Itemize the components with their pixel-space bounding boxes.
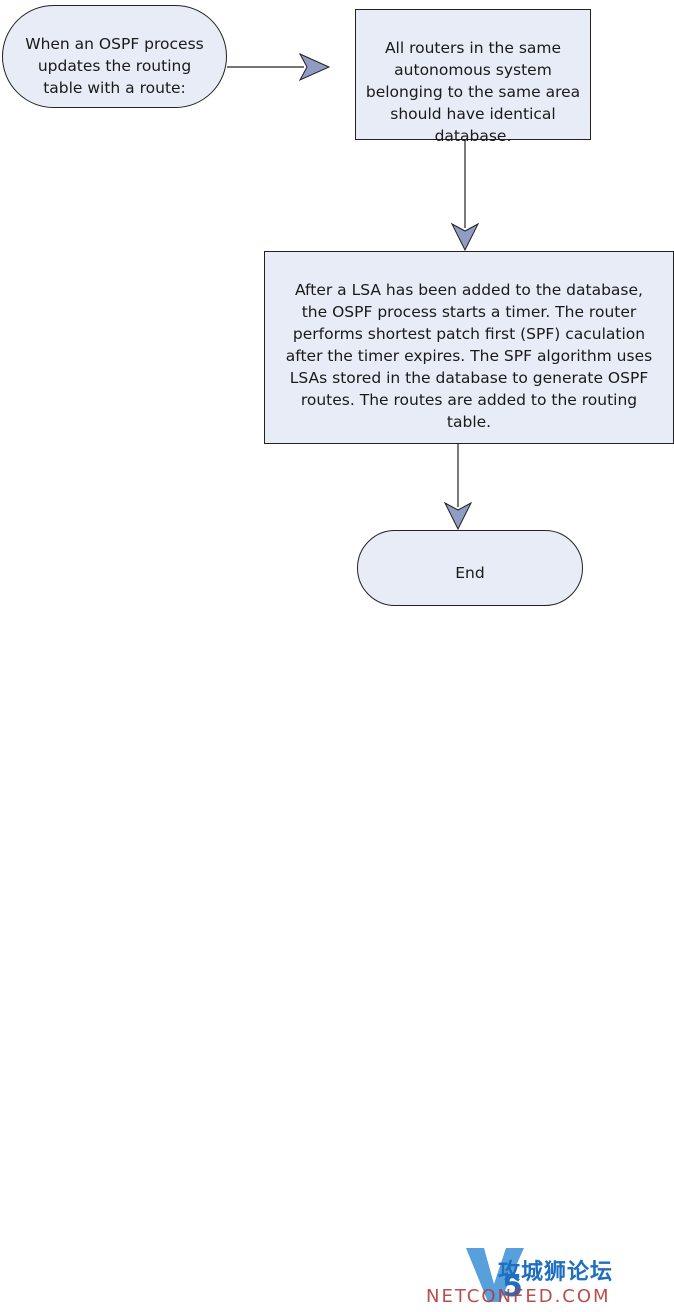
arrowhead-down — [450, 222, 480, 252]
svg-text:5: 5 — [502, 1269, 523, 1304]
arrowhead-right — [298, 52, 331, 82]
end-terminator-label: End — [455, 564, 485, 582]
start-terminator: When an OSPF process updates the routing… — [2, 5, 227, 108]
database-process-box: All routers in the same autonomous syste… — [355, 9, 591, 145]
database-process-label: All routers in the same autonomous syste… — [365, 39, 581, 145]
start-terminator-label: When an OSPF process updates the routing… — [25, 35, 204, 97]
end-terminator: End — [357, 530, 583, 606]
lsa-timer-process-label: After a LSA has been added to the databa… — [285, 281, 653, 431]
watermark-cn-text: 攻城狮论坛 — [498, 1260, 614, 1285]
flowchart-connectors — [227, 52, 480, 531]
watermark-en-text: NETCONFED.COM — [426, 1286, 611, 1307]
watermark-v5-logo-icon: 5 — [466, 1248, 524, 1304]
lsa-timer-process-box: After a LSA has been added to the databa… — [264, 251, 674, 444]
arrowhead-down — [443, 501, 473, 531]
watermark: 5 攻城狮论坛 NETCONFED.COM — [426, 1244, 668, 1310]
